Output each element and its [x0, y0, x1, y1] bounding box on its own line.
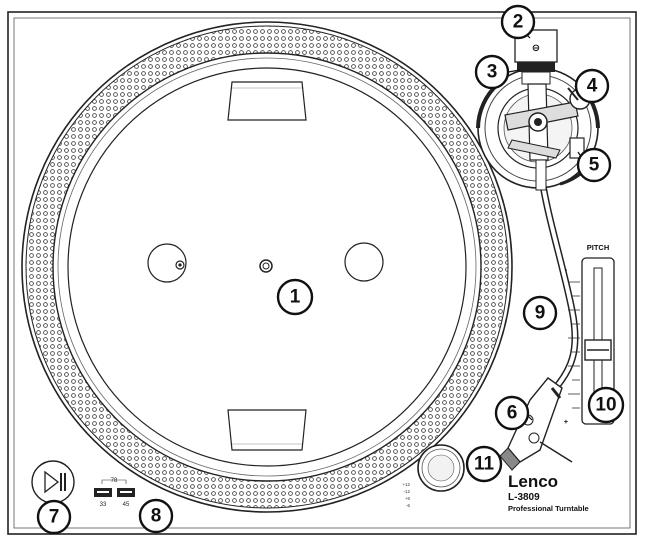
callout-1-number: 1: [290, 287, 301, 308]
callout-5: 5: [576, 147, 612, 183]
pitch-plus: +: [564, 417, 569, 426]
brand-name: Lenco: [508, 472, 558, 491]
callout-6: 6: [494, 395, 530, 431]
callout-11: 11: [465, 445, 503, 483]
speed-78-label: 78: [111, 478, 118, 484]
callout-2: 2: [500, 4, 536, 40]
callout-5-number: 5: [589, 155, 600, 176]
speed-buttons: 78 33 45: [94, 478, 135, 508]
tonearm: [535, 159, 579, 395]
pitch-range-knob[interactable]: [417, 444, 465, 492]
model-number: L-3809: [508, 492, 540, 503]
counterweight-symbol: ⊖: [532, 43, 540, 54]
start-stop-button[interactable]: [31, 460, 75, 504]
legend-line-1: +12: [402, 482, 410, 487]
tonearm-base: ⊖: [476, 29, 600, 189]
callout-10: 10: [587, 386, 625, 424]
callout-2-number: 2: [513, 12, 524, 33]
callout-3: 3: [474, 54, 510, 90]
legend-line-3: +6: [405, 496, 411, 501]
callout-7-number: 7: [49, 507, 60, 528]
pitch-range-legend: +12 -12 +6 -6: [402, 482, 410, 508]
callout-8-number: 8: [151, 506, 162, 527]
callout-6-number: 6: [507, 403, 518, 424]
brand-tagline: Professional Turntable: [508, 504, 589, 513]
callout-7: 7: [36, 499, 72, 535]
pitch-minus: -: [565, 265, 568, 274]
brand-block: Lenco L-3809 Professional Turntable: [508, 472, 589, 513]
callout-1: 1: [276, 278, 314, 316]
legend-line-4: -6: [406, 503, 410, 508]
pitch-label: PITCH: [587, 243, 610, 252]
callout-9: 9: [522, 295, 558, 331]
callout-8: 8: [138, 498, 174, 534]
callout-4: 4: [574, 68, 610, 104]
speed-45-label: 45: [123, 502, 130, 508]
pitch-scale-ticks: [568, 281, 580, 409]
callout-4-number: 4: [587, 76, 598, 97]
callout-10-number: 10: [595, 395, 616, 416]
callout-11-number: 11: [474, 454, 495, 475]
legend-line-2: -12: [403, 489, 410, 494]
callout-3-number: 3: [487, 62, 498, 83]
speed-33-label: 33: [100, 502, 107, 508]
callout-9-number: 9: [535, 303, 546, 324]
platter: [21, 21, 513, 513]
pitch-section: PITCH - +: [564, 243, 615, 426]
